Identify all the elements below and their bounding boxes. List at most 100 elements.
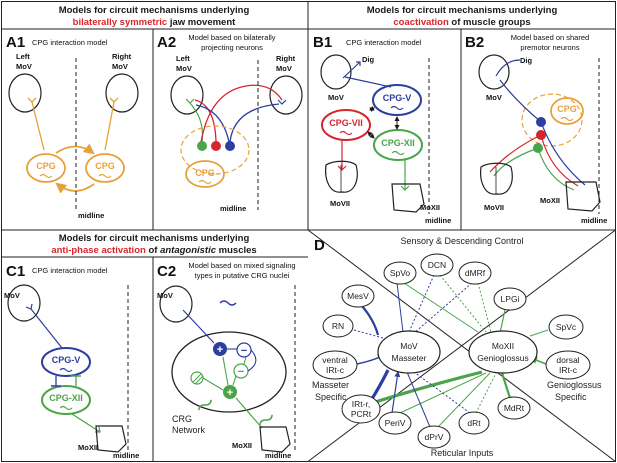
midline-label: midline bbox=[265, 451, 291, 460]
right-synapse-icon bbox=[109, 97, 119, 103]
red-neuron bbox=[536, 130, 546, 140]
lpgi-to-moxii bbox=[499, 309, 506, 334]
red-to-movii bbox=[489, 134, 542, 173]
right-mov-nucleus bbox=[269, 75, 303, 115]
cpg-label: CPG bbox=[557, 104, 577, 114]
cpg bbox=[550, 97, 584, 125]
spvo-to-moxii bbox=[403, 282, 479, 333]
moxii-label: MoXII bbox=[232, 441, 252, 450]
moxii-genioglossus-label: MoXII bbox=[492, 341, 514, 351]
cpg-coupling-top bbox=[55, 143, 95, 155]
header-bottom-left: Models for circuit mechanisms underlying… bbox=[51, 233, 256, 256]
oscillation-icon bbox=[59, 367, 73, 373]
svg-text:bilaterally symmetric jaw move: bilaterally symmetric jaw movement bbox=[73, 17, 236, 28]
green-link bbox=[222, 356, 229, 386]
synapse-icon bbox=[185, 98, 195, 104]
header-rest: muscles bbox=[216, 245, 257, 256]
left-mov-label-2: MoV bbox=[176, 64, 192, 73]
svg-text:coactivation of muscle groups: coactivation of muscle groups bbox=[393, 17, 530, 28]
dcn-to-mov bbox=[408, 274, 435, 333]
ventral-irt-label-2: IRt-c bbox=[326, 365, 345, 375]
cpg-xii bbox=[373, 129, 423, 161]
left-mov-label-2: MoV bbox=[16, 62, 32, 71]
periv-to-mov bbox=[391, 370, 401, 414]
irtr-node bbox=[341, 394, 381, 424]
svg-text:anti-phase activation of antag: anti-phase activation of antagonistic mu… bbox=[51, 245, 256, 256]
oscillation-icon bbox=[391, 150, 405, 156]
movii-label: MoVII bbox=[484, 203, 504, 212]
dorsal-irt-label-2: IRt-c bbox=[559, 365, 578, 375]
dmrf-node bbox=[458, 261, 492, 285]
header-rest: jaw movement bbox=[167, 17, 236, 28]
green-link bbox=[232, 375, 237, 386]
section-title-left-2: Specific bbox=[315, 392, 347, 402]
panel-subtitle: CPG interaction model bbox=[32, 266, 108, 275]
header-line1: Models for circuit mechanisms underlying bbox=[59, 233, 250, 244]
cpg-left bbox=[26, 153, 66, 183]
mov-masseter-label: MoV bbox=[400, 341, 418, 351]
header-highlight: anti-phase activation bbox=[51, 245, 146, 256]
rn-node bbox=[322, 314, 354, 338]
spvo-label: SpVo bbox=[390, 268, 411, 278]
dmrf-label: dMRf bbox=[465, 268, 486, 278]
mov-masseter-label-2: Masseter bbox=[392, 353, 427, 363]
mesv-to-mov bbox=[361, 305, 380, 336]
green-link bbox=[243, 356, 247, 365]
dmrf-to-mov bbox=[413, 282, 473, 334]
movii-nucleus bbox=[480, 162, 513, 195]
header-highlight: bilaterally symmetric bbox=[73, 17, 168, 28]
blue-ipsi-path bbox=[195, 104, 230, 143]
hatch-icon bbox=[192, 373, 204, 385]
section-title-right: Genioglossus bbox=[547, 380, 602, 390]
excitatory-to-mov bbox=[182, 309, 215, 344]
panel-subtitle: CPG interaction model bbox=[346, 38, 422, 47]
header-line1: Models for circuit mechanisms underlying bbox=[367, 5, 558, 16]
panel-subtitle: Model based on mixed signaling bbox=[188, 261, 295, 270]
movii-label: MoVII bbox=[330, 199, 350, 208]
spvc-node bbox=[548, 314, 584, 340]
periv-node bbox=[378, 411, 412, 435]
green-neuron bbox=[533, 143, 543, 153]
drt-to-mov bbox=[413, 371, 471, 414]
mov-label: MoV bbox=[157, 291, 173, 300]
synapse-icon bbox=[337, 165, 347, 171]
synapse-icon bbox=[25, 303, 33, 310]
panel-subtitle-2: premotor neurons bbox=[520, 43, 579, 52]
cpg-network-boundary bbox=[180, 125, 250, 175]
cpg-left-label: CPG bbox=[36, 161, 56, 171]
lpgi-label: LPGi bbox=[501, 294, 520, 304]
red-bilateral-path bbox=[200, 84, 283, 143]
dig-projection bbox=[342, 61, 361, 79]
panel-label: B1 bbox=[313, 34, 332, 51]
drt-node bbox=[458, 411, 490, 435]
blue-neuron bbox=[225, 141, 235, 151]
moxii-genioglossus-label-2: Genioglossus bbox=[477, 353, 529, 363]
right-mov-label: Right bbox=[112, 52, 132, 61]
synapse-icon bbox=[400, 185, 410, 191]
synapse-icon bbox=[277, 99, 287, 105]
mdrt-to-moxii bbox=[500, 372, 512, 399]
midline-label: midline bbox=[113, 451, 139, 460]
dig-label: Dig bbox=[362, 55, 375, 64]
minus-icon: − bbox=[241, 345, 247, 357]
cpg-xii-label: CPG-XII bbox=[49, 393, 83, 403]
moxii-nucleus bbox=[391, 183, 425, 213]
excitatory-to-moxii bbox=[235, 397, 263, 429]
green-neuron bbox=[197, 141, 207, 151]
mdrt-label: MdRt bbox=[504, 403, 525, 413]
blue-feedback bbox=[247, 349, 257, 372]
spvo-to-mov bbox=[396, 282, 404, 333]
panel-subtitle: Model based on bilaterally bbox=[188, 33, 275, 42]
header-italic: antagonistic bbox=[160, 245, 217, 256]
dcn-label: DCN bbox=[428, 260, 446, 270]
mov-nucleus bbox=[478, 54, 510, 90]
green-path bbox=[189, 102, 204, 143]
section-title-right-2: Specific bbox=[555, 392, 587, 402]
panel-label: B2 bbox=[465, 34, 484, 51]
crg-network-label-2: Network bbox=[172, 425, 206, 435]
moxii-nucleus bbox=[565, 181, 601, 212]
connections bbox=[353, 274, 549, 428]
mov-nucleus bbox=[7, 284, 41, 322]
mov-nucleus bbox=[320, 54, 352, 90]
